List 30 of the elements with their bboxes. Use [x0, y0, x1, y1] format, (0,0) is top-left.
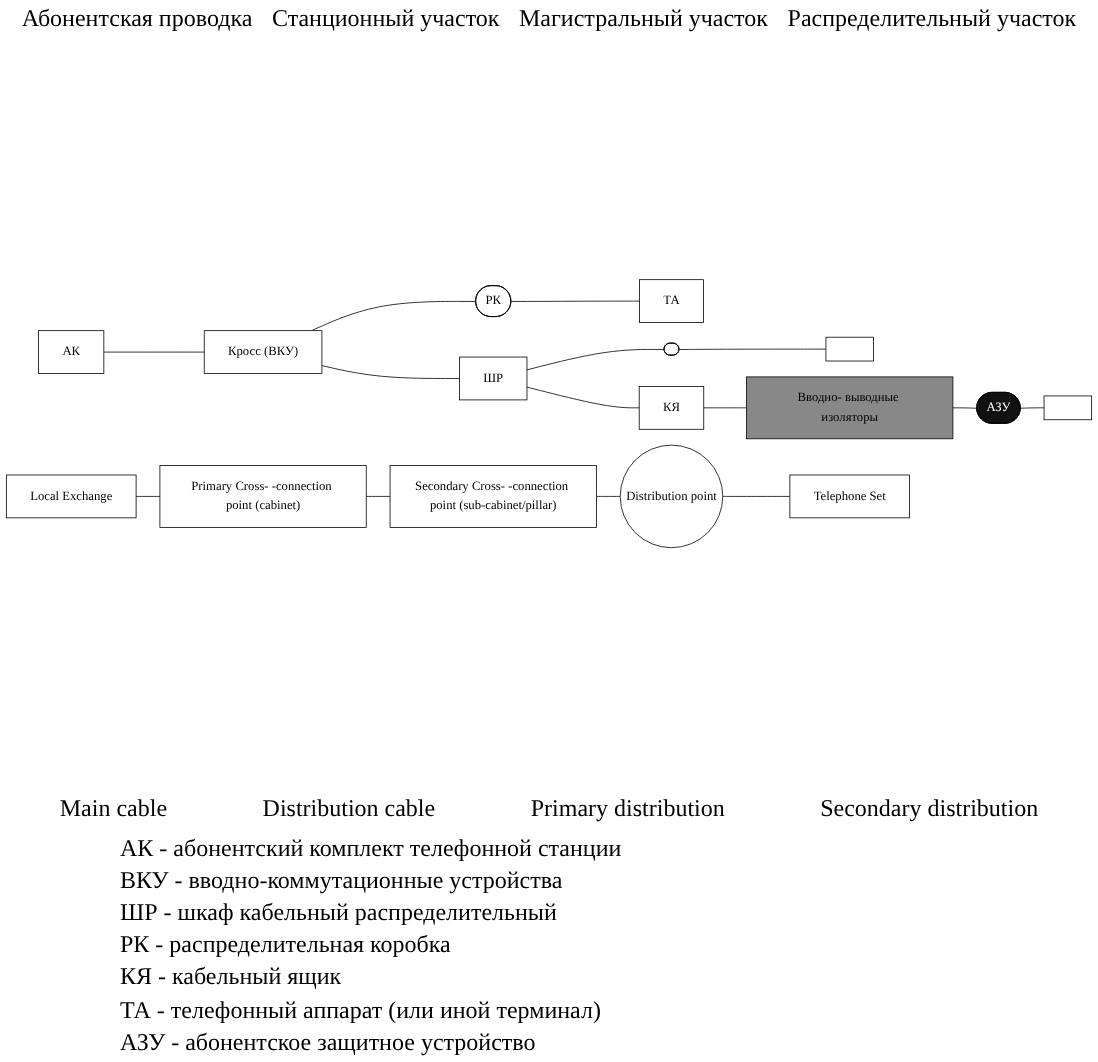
abbreviation-note: ШР - шкаф кабельный распределительный — [120, 896, 559, 929]
connector — [1020, 407, 1045, 409]
abbreviation-note: ТА - телефонный аппарат (или иной терминал) — [120, 993, 603, 1026]
connector — [526, 386, 640, 409]
connector — [703, 407, 747, 409]
connector — [596, 496, 621, 497]
connector — [678, 348, 827, 350]
connector — [510, 300, 640, 302]
section-label: Станционный участок — [271, 4, 500, 34]
connector — [311, 301, 477, 332]
abbreviation-note: КЯ - кабельный ящик — [120, 960, 344, 994]
abbreviation-note: АК - абонентский комплект телефонной станции — [120, 831, 624, 864]
section-label: Абонентская проводка — [21, 4, 253, 34]
connector — [365, 496, 391, 497]
connector — [321, 365, 460, 379]
connector — [135, 496, 161, 497]
connector — [722, 496, 791, 497]
section-label: Распределительный участок — [787, 4, 1077, 34]
abbreviation-note: ВКУ - вводно-коммутационные устройства — [120, 863, 565, 897]
section-label: Main cable — [59, 793, 168, 824]
section-label: Primary distribution — [530, 793, 725, 824]
connector — [526, 349, 665, 371]
section-label: Магистральный участок — [519, 4, 768, 34]
section-label: Secondary distribution — [820, 793, 1039, 824]
abbreviation-note: РК - распределительная коробка — [120, 928, 453, 961]
section-label: Distribution cable — [262, 793, 436, 824]
connector — [952, 407, 978, 409]
node-box — [825, 336, 874, 362]
abbreviation-note: АЗУ - абонентское защитное устройство — [120, 1025, 538, 1058]
node-box — [1043, 395, 1093, 421]
